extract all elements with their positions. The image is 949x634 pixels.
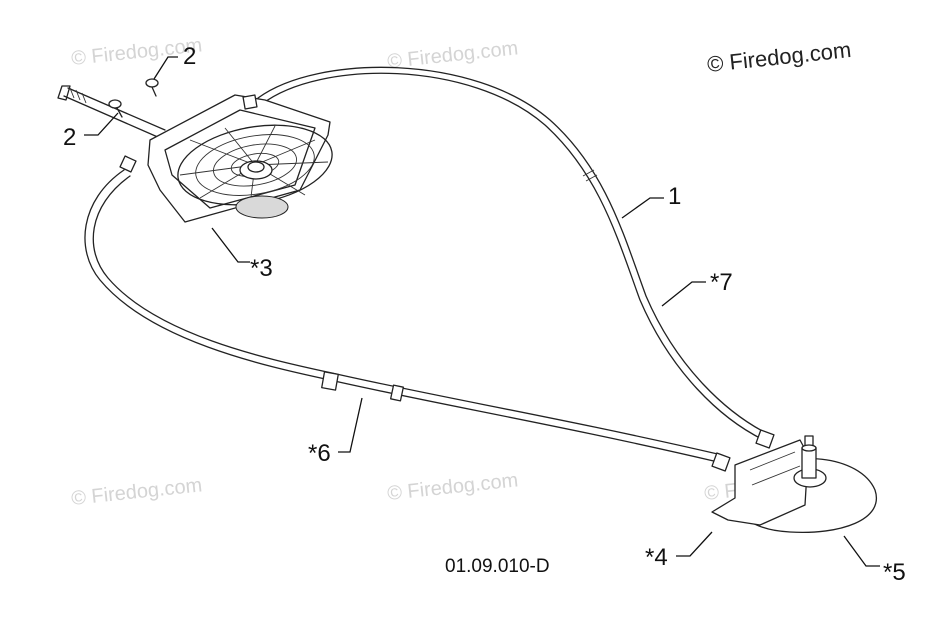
drawing-id: 01.09.010-D	[445, 556, 550, 577]
screw-left	[108, 99, 123, 118]
watermark-layer: © Firedog.com © Firedog.com © Firedog.co…	[70, 34, 852, 510]
callout-left-screw: 2	[63, 124, 76, 151]
watermark-faint-4: © Firedog.com	[386, 469, 519, 505]
watermark-faint-3: © Firedog.com	[70, 474, 203, 510]
callout-upper-cable: *7	[710, 269, 733, 296]
callout-top-screw: 2	[183, 43, 196, 70]
screw-top	[145, 78, 159, 97]
callout-guide-box: *3	[250, 255, 273, 282]
callout-bracket: *4	[645, 544, 668, 571]
callout-labels: 2 2 1 *3 *7 *6 *4 *5	[63, 43, 906, 586]
callout-cable: 1	[668, 183, 681, 210]
bracket-plate-assembly	[711, 435, 878, 534]
callout-lower-cable: *6	[308, 440, 331, 467]
cable-lower	[84, 169, 775, 472]
cable-upper	[257, 66, 773, 443]
guide-box-assembly	[57, 78, 333, 223]
leaders	[84, 56, 880, 567]
callout-plate: *5	[883, 559, 906, 586]
watermark-main: © Firedog.com	[706, 37, 852, 77]
